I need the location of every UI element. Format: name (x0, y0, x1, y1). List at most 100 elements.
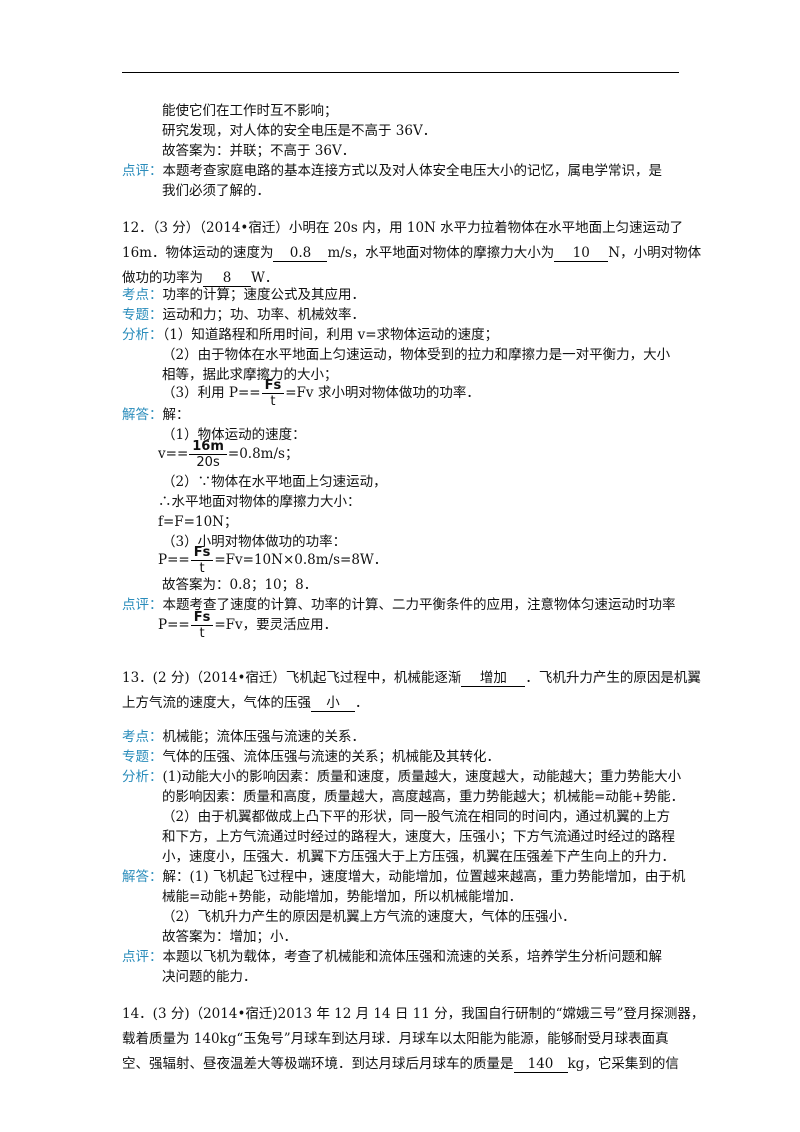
text-span: P== (158, 617, 190, 633)
text-line: 研究发现，对人体的安全电压是不高于 36V． (162, 123, 437, 139)
text-line: 小，速度小，压强大．机翼下方压强大于上方压强，机翼在压强差下产生向上的升力． (162, 849, 675, 865)
text-line: 决问题的能力． (162, 969, 257, 985)
jieda-row: 解答：解： (122, 405, 190, 425)
denominator: t (270, 394, 276, 409)
answer-blank: 140 (513, 1057, 568, 1073)
kaodian-row: 考点：功率的计算；速度公式及其应用． (122, 285, 365, 305)
answer-blank: 8 (203, 271, 251, 287)
answer-blank: 小 (311, 696, 355, 712)
text-span: ． (355, 695, 369, 711)
text-line: 相等，据此求摩擦力的大小； (162, 367, 338, 383)
text-span: =Fv 求小明对物体做功的功率． (285, 385, 480, 401)
text-line: 的影响因素：质量和高度，质量越大，高度越高，重力势能越大；机械能=动能+势能． (162, 789, 685, 805)
numerator: Fs (190, 610, 214, 626)
text-span: 机械能；流体压强与流速的关系． (162, 729, 366, 745)
comment-label: 点评： (122, 163, 163, 179)
text-span: =Fv，要灵活应用． (214, 617, 338, 633)
answer-blank: 0.8 (273, 246, 328, 262)
numerator: Fs (261, 378, 285, 394)
dianping-row: 点评：本题以飞机为载体，考查了机械能和流体压强和流速的关系，培养学生分析问题和解 (122, 947, 662, 967)
label: 考点： (122, 729, 163, 745)
text-span: W． (251, 270, 279, 286)
text-line: （1）物体运动的速度： (162, 427, 306, 443)
text-span: =Fv=10N×0.8m/s=8W． (214, 552, 388, 568)
text-span: P== (158, 552, 190, 568)
denominator: t (199, 561, 205, 576)
fenxi-row: 分析：(1)动能大小的影响因素：质量和速度，质量越大，速度越大，动能越大；重力势… (122, 767, 681, 787)
text-span: 上方气流的速度大，气体的压强 (122, 695, 311, 711)
text-span: ．飞机升力产生的原因是机翼 (525, 670, 701, 686)
question-13-line: 上方气流的速度大，气体的压强小． (122, 693, 369, 713)
text-line: （2）∵物体在水平地面上匀速运动， (162, 474, 387, 490)
label: 点评： (122, 597, 163, 613)
text-span: 空、强辐射、昼夜温差大等极端环境．到达月球后月球车的质量是 (122, 1056, 514, 1072)
zhuanti-row: 专题：气体的压强、流体压强与流速的关系；机械能及其转化． (122, 747, 500, 767)
text-line: f=F=10N； (158, 514, 238, 530)
header-rule (122, 72, 679, 73)
text-line: 和下方，上方气流通过时经过的路程大，速度大，压强小；下方气流通过时经过的路程 (162, 829, 675, 845)
label: 分析： (122, 769, 163, 785)
text-line: 能使它们在工作时互不影响； (162, 103, 338, 119)
text-span: 13．(2 分)（2014•宿迁）飞机起飞过程中，机械能逐渐 (122, 670, 462, 686)
text-span: （1）知道路程和所用时间，利用 v=求物体运动的速度； (162, 327, 499, 343)
text-line: 械能=动能+势能，动能增加，势能增加，所以机械能增加． (162, 889, 523, 905)
text-span: m/s，水平地面对物体的摩擦力大小为 (327, 245, 555, 261)
answer-blank: 增加 (461, 671, 526, 687)
text-span: 本题考查了速度的计算、功率的计算、二力平衡条件的应用，注意物体匀速运动时功率 (162, 597, 676, 613)
denominator: 20s (196, 455, 220, 470)
text-span: 16m．物体运动的速度为 (122, 245, 274, 261)
question-14-line: 14．(3 分)（2014•宿迁)2013 年 12 月 14 日 11 分，我… (122, 1006, 705, 1022)
text-span: =0.8m/s； (227, 446, 299, 462)
text-span: 功率的计算；速度公式及其应用． (162, 287, 366, 303)
text-line: 我们必须了解的． (162, 183, 270, 199)
text-span: 本题以飞机为载体，考查了机械能和流体压强和流速的关系，培养学生分析问题和解 (162, 949, 663, 965)
text-span: 运动和力；功、功率、机械效率． (162, 307, 366, 323)
label: 点评： (122, 949, 163, 965)
text-span: (1)动能大小的影响因素：质量和速度，质量越大，速度越大，动能越大；重力势能大小 (162, 769, 682, 785)
jieda-row: 解答：解：(1) 飞机起飞过程中，速度增大，动能增加，位置越来越高，重力势能增加… (122, 867, 685, 887)
question-12-line: 12．（3 分）（2014•宿迁）小明在 20s 内，用 10N 水平力拉着物体… (122, 220, 684, 236)
label: 专题： (122, 749, 163, 765)
answer-blank: 10 (554, 246, 609, 262)
numerator: 16m (189, 439, 227, 455)
label: 考点： (122, 287, 163, 303)
label: 分析： (122, 327, 163, 343)
comment-block: 点评：本题考查家庭电路的基本连接方式以及对人体安全电压大小的记忆，属电学常识，是 (122, 161, 662, 181)
text-span: N，小明对物体 (608, 245, 702, 261)
denominator: t (199, 626, 205, 641)
text-span: 解：(1) 飞机起飞过程中，速度增大，动能增加，位置越来越高，重力势能增加，由于… (162, 869, 686, 885)
label: 解答： (122, 869, 163, 885)
text-line: （2）飞机升力产生的原因是机翼上方气流的速度大，气体的压强小． (162, 909, 576, 925)
text-line: 故答案为：0.8；10；8． (162, 577, 318, 593)
text-line: 故答案为：并联；不高于 36V． (162, 143, 356, 159)
text-span: （3）利用 P== (162, 385, 261, 401)
comment-text: 本题考查家庭电路的基本连接方式以及对人体安全电压大小的记忆，属电学常识，是 (162, 163, 663, 179)
text-span: 解： (162, 407, 190, 423)
fenxi-row: 分析：（1）知道路程和所用时间，利用 v=求物体运动的速度； (122, 325, 498, 345)
dianping-row: 点评：本题考查了速度的计算、功率的计算、二力平衡条件的应用，注意物体匀速运动时功… (122, 595, 676, 615)
text-line: （2）由于物体在水平地面上匀速运动，物体受到的拉力和摩擦力是一对平衡力，大小 (162, 347, 671, 363)
text-span: kg，它采集到的信 (567, 1056, 679, 1072)
kaodian-row: 考点：机械能；流体压强与流速的关系． (122, 727, 365, 747)
question-14-line: 载着质量为 140kg“玉兔号”月球车到达月球．月球车以太阳能为能源，能够耐受月… (122, 1031, 669, 1047)
text-span: 做功的功率为 (122, 270, 203, 286)
zhuanti-row: 专题：运动和力；功、功率、机械效率． (122, 305, 365, 325)
numerator: Fs (190, 545, 214, 561)
text-span: v== (158, 446, 189, 462)
question-13-line: 13．(2 分)（2014•宿迁）飞机起飞过程中，机械能逐渐增加．飞机升力产生的… (122, 668, 701, 688)
text-span: 气体的压强、流体压强与流速的关系；机械能及其转化． (162, 749, 501, 765)
label: 解答： (122, 407, 163, 423)
text-line: （2）由于机翼都做成上凸下平的形状，同一股气流在相同的时间内，通过机翼的上方 (162, 809, 671, 825)
text-line: ∴水平地面对物体的摩擦力大小： (158, 494, 361, 510)
